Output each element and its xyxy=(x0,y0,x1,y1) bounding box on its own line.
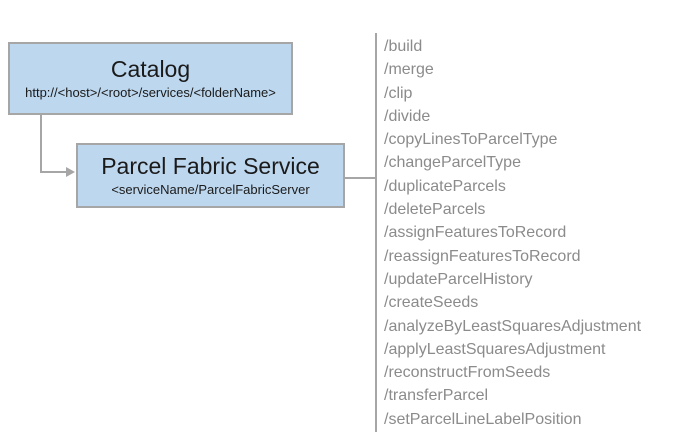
parcel-fabric-service-node: Parcel Fabric Service <serviceName/Parce… xyxy=(76,143,345,208)
service-to-endpoints-connector xyxy=(345,177,376,179)
endpoint-item: /duplicateParcels xyxy=(384,177,506,195)
catalog-to-service-connector-horizontal xyxy=(40,171,67,173)
parcel-fabric-service-title: Parcel Fabric Service xyxy=(101,153,320,179)
endpoint-item: /updateParcelHistory xyxy=(384,270,533,288)
endpoint-item: /build xyxy=(384,38,423,55)
endpoint-item: /clip xyxy=(384,84,413,102)
endpoint-list: /build/merge/clip/divide/copyLinesToParc… xyxy=(384,35,641,431)
endpoint-item: /merge xyxy=(384,61,434,79)
catalog-node-url: http://<host>/<root>/services/<folderNam… xyxy=(25,85,276,100)
endpoint-item: /createSeeds xyxy=(384,294,479,312)
endpoint-item: /transferParcel xyxy=(384,387,489,405)
catalog-to-service-connector-vertical xyxy=(40,115,42,173)
endpoint-item: /reconstructFromSeeds xyxy=(384,364,551,382)
endpoint-list-divider-line xyxy=(375,33,377,432)
endpoint-item: /applyLeastSquaresAdjustment xyxy=(384,340,606,358)
endpoint-item: /deleteParcels xyxy=(384,201,486,219)
endpoint-item: /analyzeByLeastSquaresAdjustment xyxy=(384,317,642,335)
endpoint-item: /copyLinesToParcelType xyxy=(384,131,558,149)
endpoint-item: /reassignFeaturesToRecord xyxy=(384,247,581,265)
catalog-node: Catalog http://<host>/<root>/services/<f… xyxy=(8,42,293,115)
parcel-fabric-service-url: <serviceName/ParcelFabricServer xyxy=(111,182,310,197)
endpoint-item: /divide xyxy=(384,107,431,125)
endpoint-item: /assignFeaturesToRecord xyxy=(384,224,567,242)
endpoint-item: /setParcelLineLabelPosition xyxy=(384,410,582,428)
endpoint-item: /changeParcelType xyxy=(384,154,521,172)
arrow-right-icon xyxy=(66,167,75,177)
catalog-node-title: Catalog xyxy=(110,56,191,82)
